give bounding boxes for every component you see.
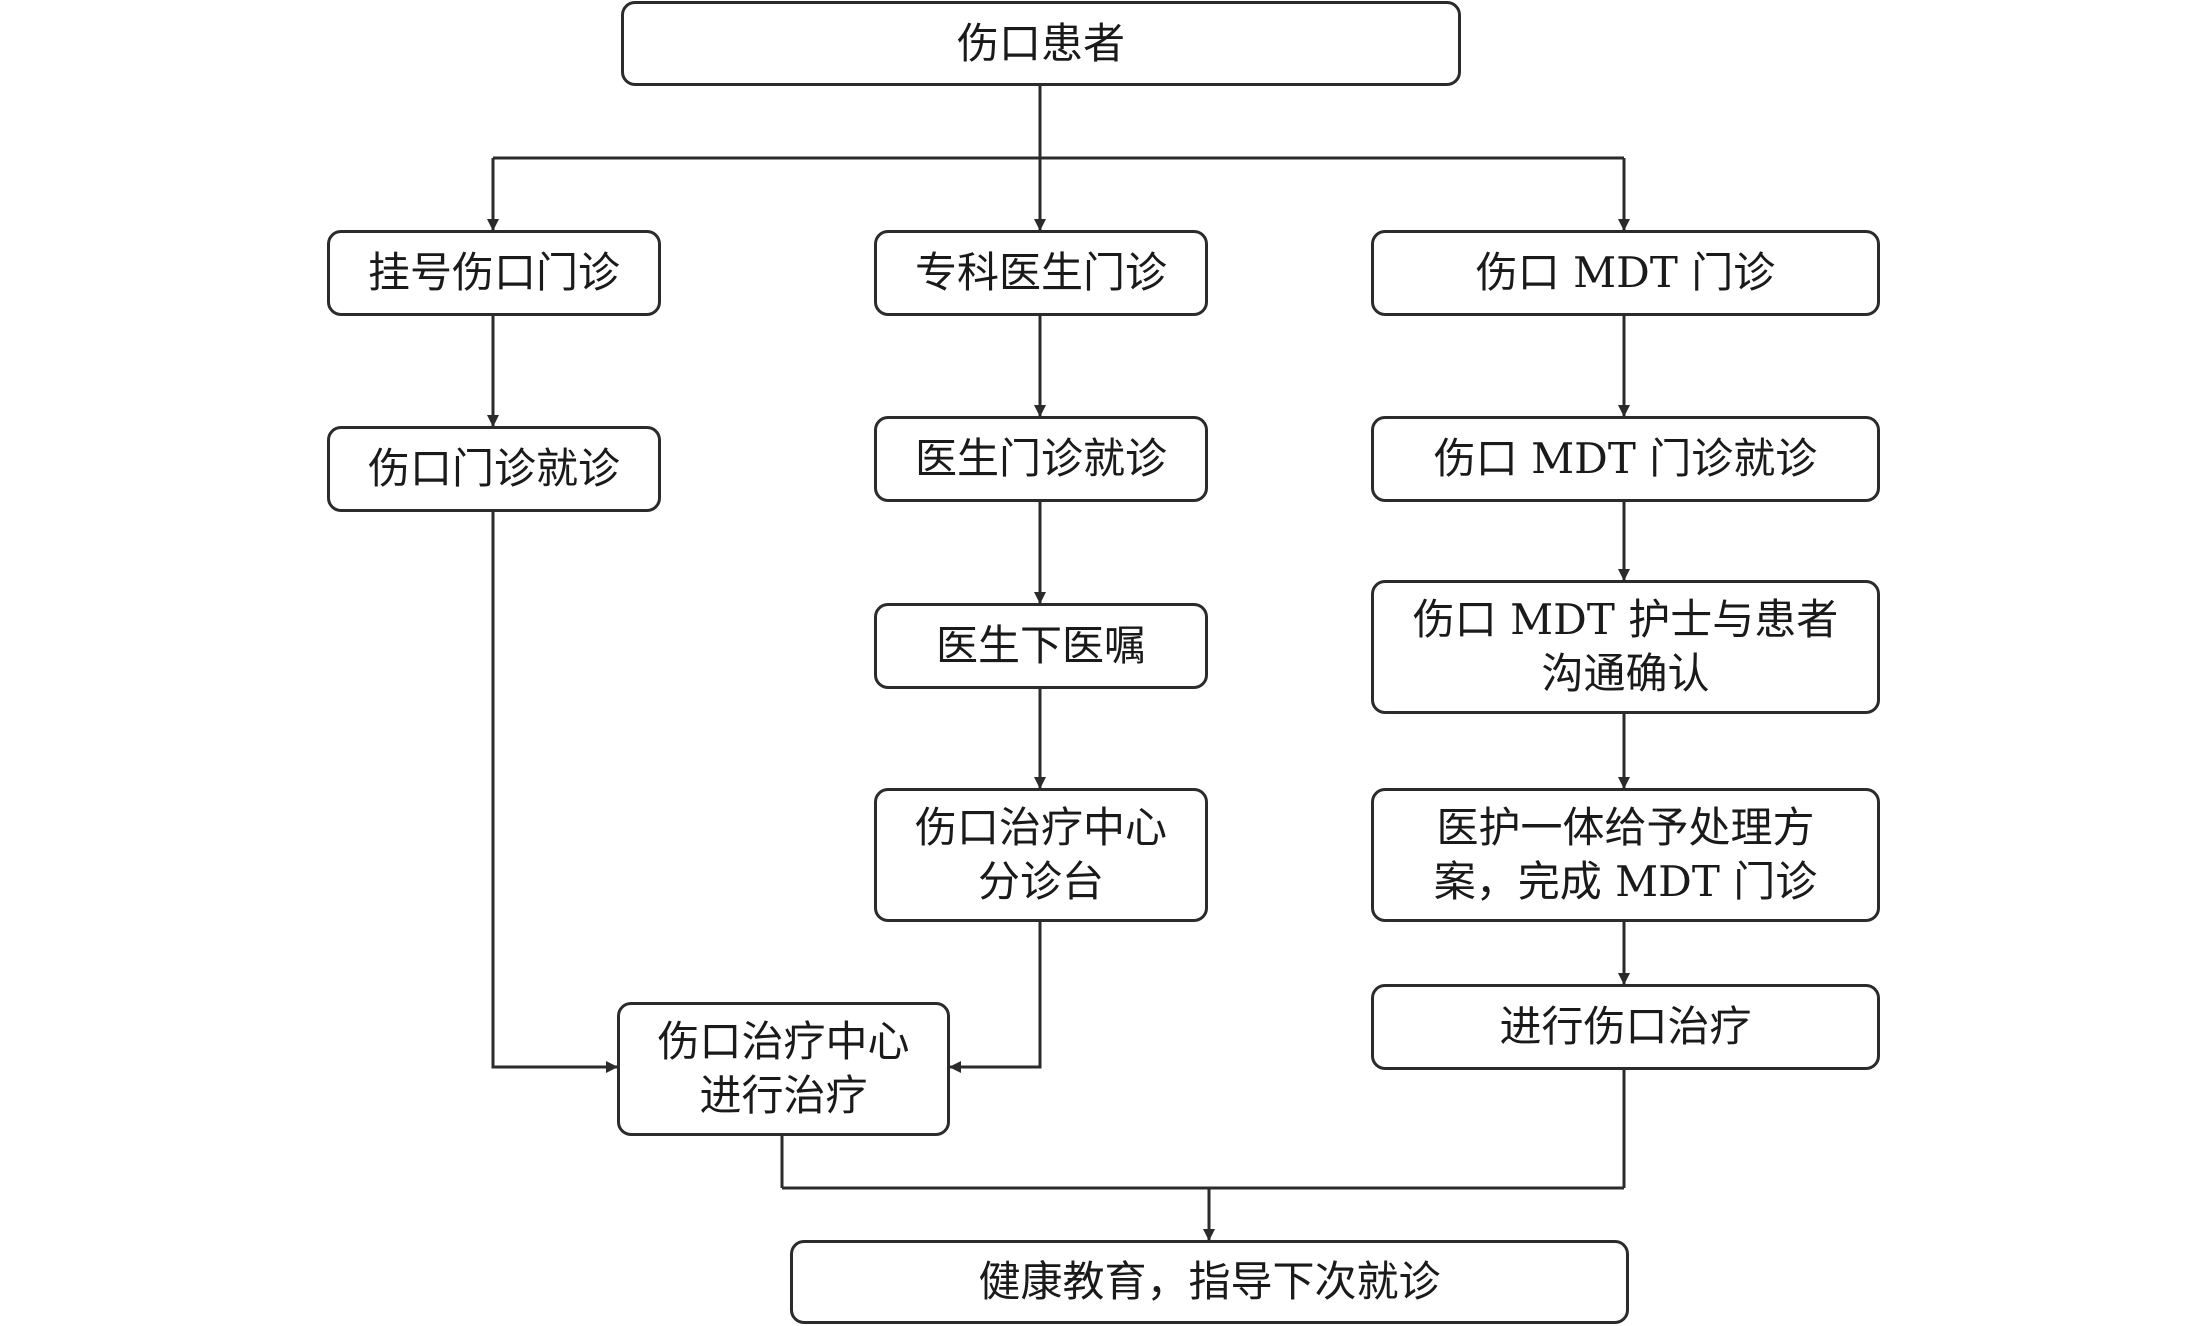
node-register-wound-clinic: 挂号伤口门诊 bbox=[327, 230, 661, 316]
node-mdt-clinic-label: 伤口 MDT 门诊 bbox=[1475, 248, 1776, 297]
node-doctor-clinic-visit-label: 医生门诊就诊 bbox=[914, 434, 1167, 483]
node-mdt-clinic: 伤口 MDT 门诊 bbox=[1371, 230, 1880, 316]
node-wound-patient-label: 伤口患者 bbox=[956, 18, 1125, 68]
node-doctor-clinic-visit: 医生门诊就诊 bbox=[874, 416, 1208, 502]
node-mdt-nurse-confirmation-line2: 沟通确认 bbox=[1541, 649, 1710, 698]
node-wound-clinic-visit: 伤口门诊就诊 bbox=[327, 426, 661, 512]
node-treatment-center-triage: 伤口治疗中心 分诊台 bbox=[874, 788, 1208, 922]
node-mdt-clinic-visit: 伤口 MDT 门诊就诊 bbox=[1371, 416, 1880, 502]
node-perform-wound-treatment-label: 进行伤口治疗 bbox=[1499, 1002, 1752, 1051]
node-treatment-center-triage-line1: 伤口治疗中心 bbox=[914, 803, 1167, 852]
node-register-wound-clinic-label: 挂号伤口门诊 bbox=[367, 248, 620, 297]
node-wound-patient: 伤口患者 bbox=[621, 1, 1461, 86]
node-doctor-orders-label: 医生下医嘱 bbox=[935, 621, 1146, 670]
node-treatment-center-triage-line2: 分诊台 bbox=[977, 857, 1104, 906]
node-perform-wound-treatment: 进行伤口治疗 bbox=[1371, 984, 1880, 1070]
node-treatment-center-treatment: 伤口治疗中心 进行治疗 bbox=[617, 1002, 950, 1136]
node-mdt-clinic-visit-label: 伤口 MDT 门诊就诊 bbox=[1433, 434, 1818, 483]
node-specialist-clinic: 专科医生门诊 bbox=[874, 230, 1208, 316]
node-integrated-treatment-plan-line1: 医护一体给予处理方 bbox=[1436, 803, 1815, 852]
node-health-education-label: 健康教育，指导下次就诊 bbox=[978, 1257, 1441, 1306]
connector-triage-to-center bbox=[949, 922, 1042, 1073]
node-doctor-orders: 医生下医嘱 bbox=[874, 603, 1208, 689]
node-integrated-treatment-plan: 医护一体给予处理方 案，完成 MDT 门诊 bbox=[1371, 788, 1880, 922]
node-mdt-nurse-confirmation-line1: 伤口 MDT 护士与患者 bbox=[1412, 595, 1839, 644]
node-treatment-center-treatment-line1: 伤口治疗中心 bbox=[657, 1017, 910, 1066]
node-health-education: 健康教育，指导下次就诊 bbox=[790, 1240, 1629, 1324]
node-mdt-nurse-confirmation: 伤口 MDT 护士与患者 沟通确认 bbox=[1371, 580, 1880, 714]
connector-visit-to-center bbox=[491, 512, 618, 1073]
node-integrated-treatment-plan-line2: 案，完成 MDT 门诊 bbox=[1433, 857, 1818, 906]
node-treatment-center-treatment-line2: 进行治疗 bbox=[699, 1071, 868, 1120]
node-wound-clinic-visit-label: 伤口门诊就诊 bbox=[367, 444, 620, 493]
node-specialist-clinic-label: 专科医生门诊 bbox=[914, 248, 1167, 297]
